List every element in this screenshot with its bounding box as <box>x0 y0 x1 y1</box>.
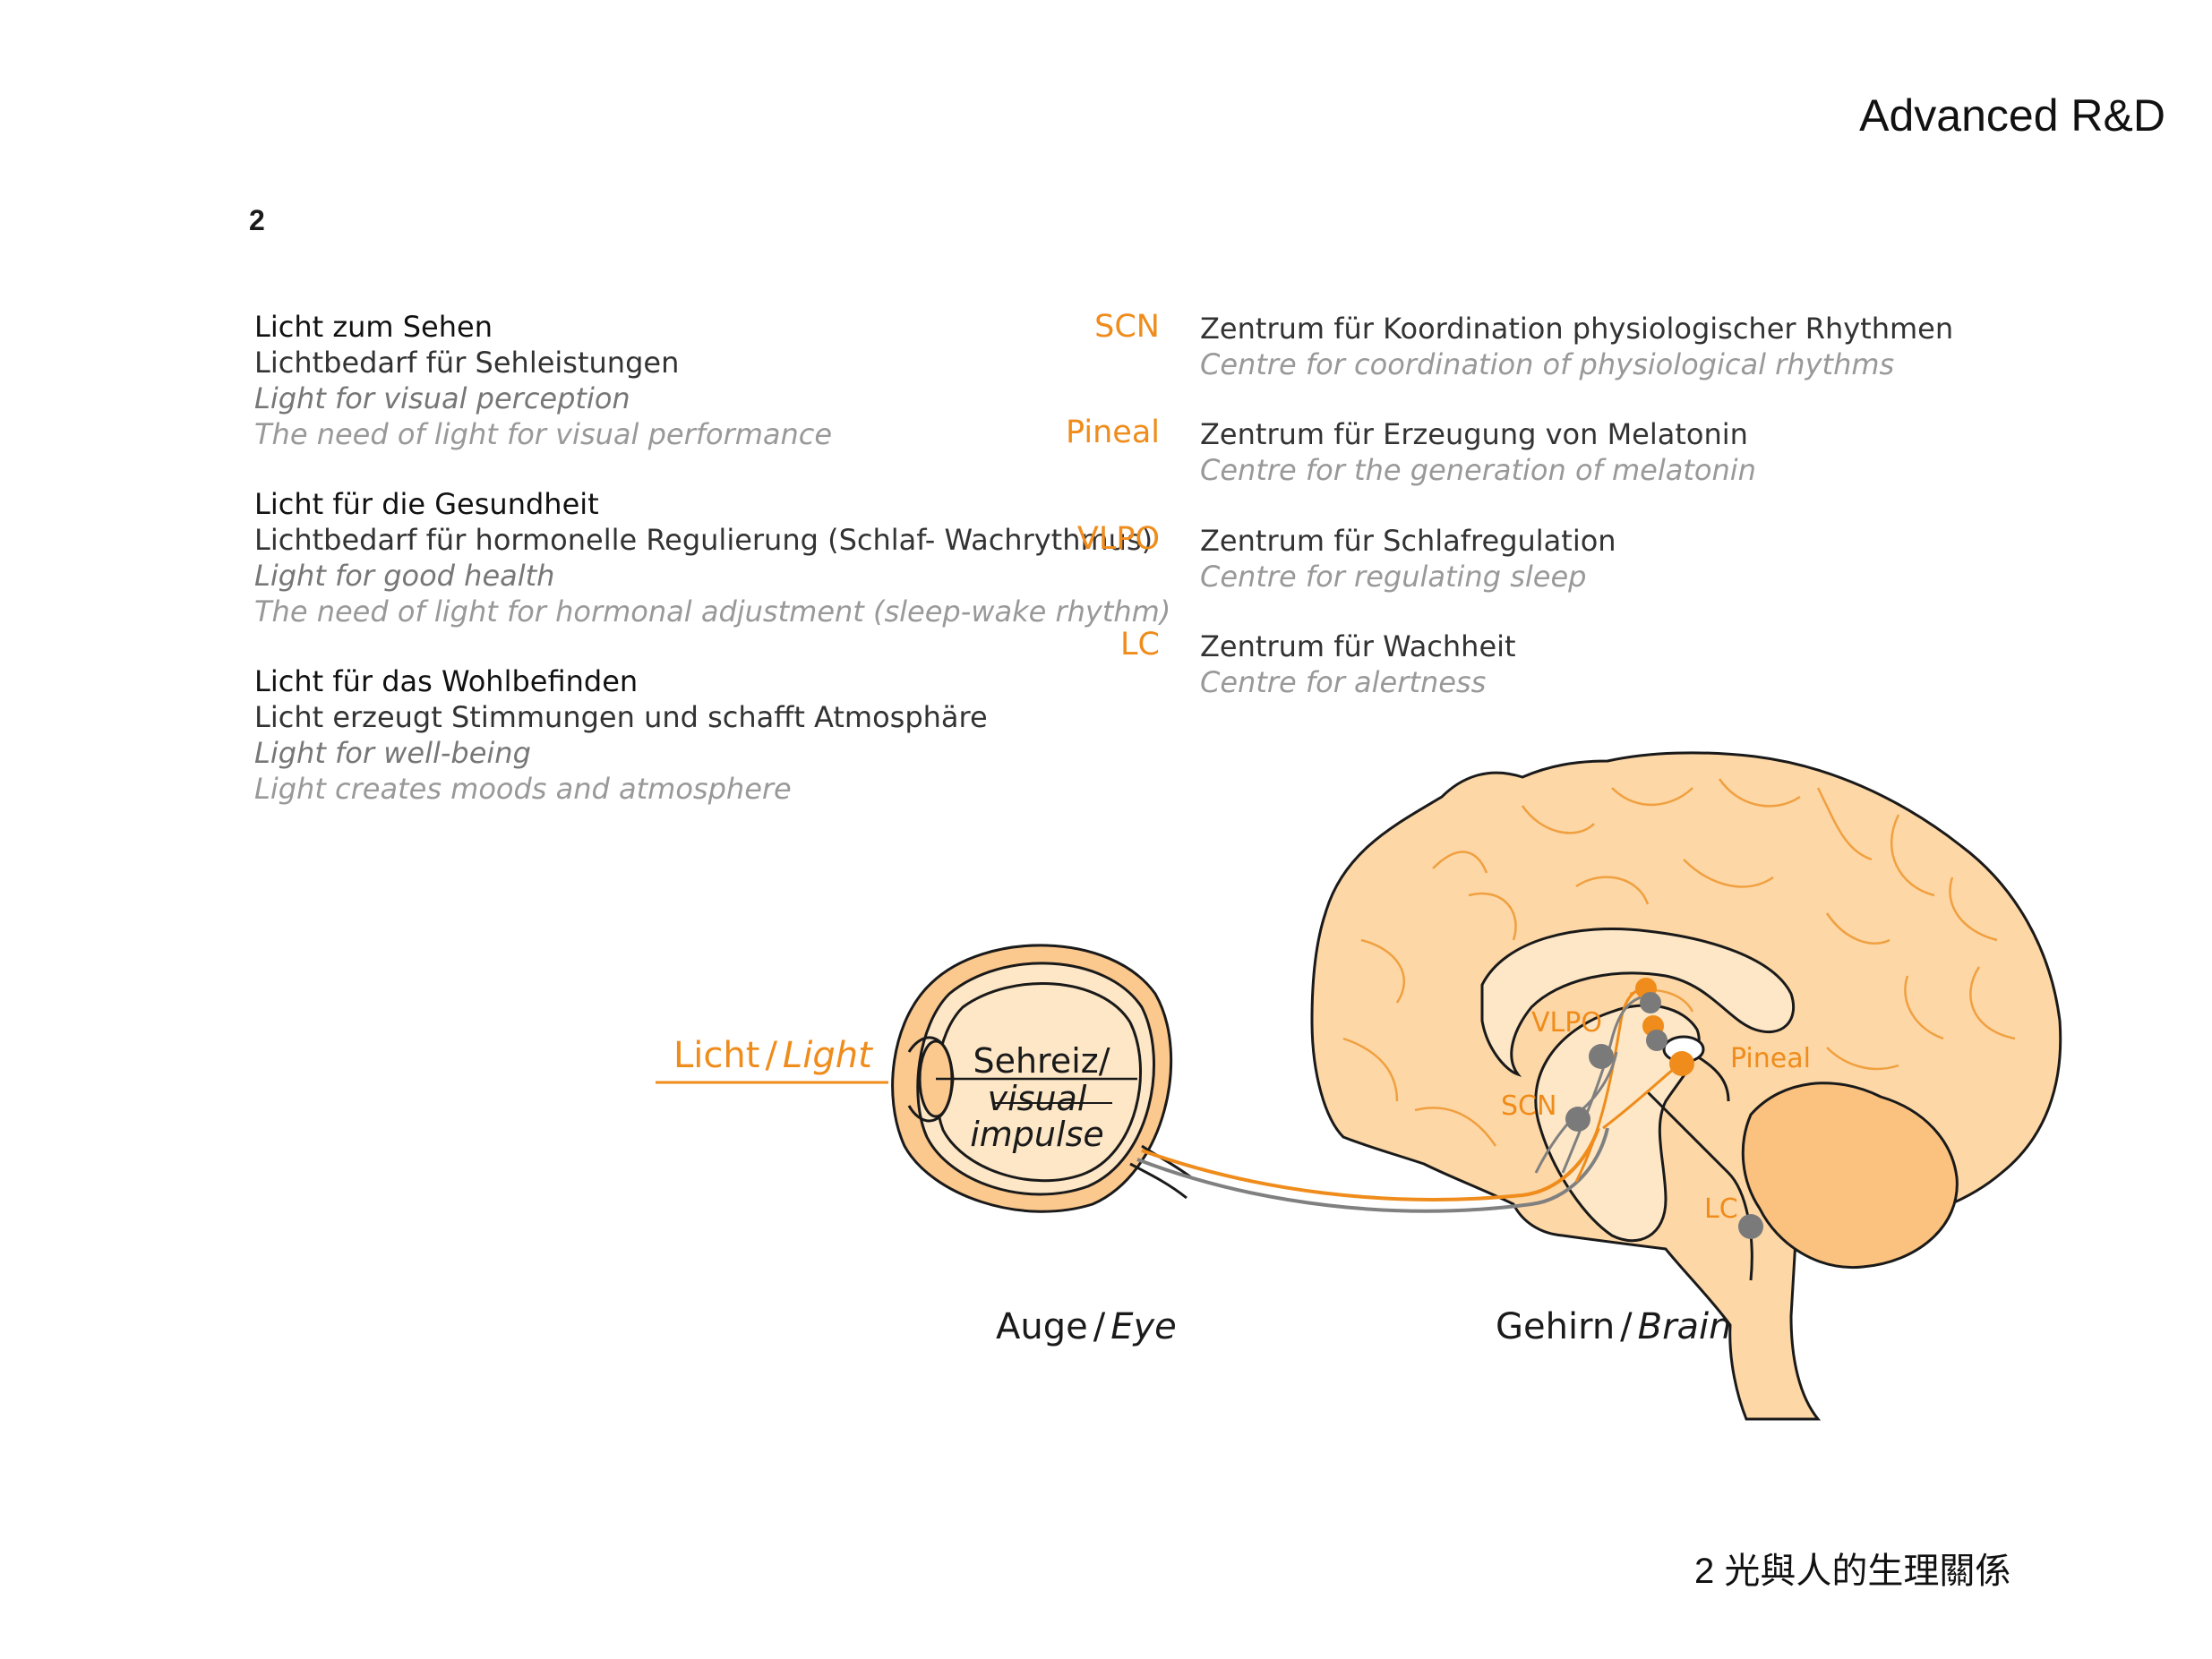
legend-row-pineal: Pineal Zentrum für Erzeugung von Melaton… <box>0 415 2212 488</box>
legend-desc: Zentrum für Erzeugung von Melatonin Cent… <box>1200 416 1756 488</box>
node-pineal <box>1669 1051 1694 1076</box>
node-gray <box>1646 1030 1668 1051</box>
impulse-label-en-1: visual <box>988 1079 1087 1118</box>
legend-desc-en: Centre for regulating sleep <box>1200 560 1587 594</box>
brain-icon <box>1136 751 2062 1421</box>
legend-desc-en: Centre for coordination of physiological… <box>1200 347 1895 381</box>
legend-abbr: Pineal <box>1066 415 1160 450</box>
eye-label: Auge/Eye <box>996 1306 1177 1347</box>
legend-desc: Zentrum für Wachheit Centre for alertnes… <box>1200 629 1516 700</box>
node-lc <box>1738 1214 1763 1239</box>
legend-desc-en: Centre for the generation of melatonin <box>1200 453 1756 487</box>
impulse-label-en-2: impulse <box>970 1115 1104 1154</box>
light-label: Licht/Light <box>673 1035 873 1076</box>
brain-label: Gehirn/Brain <box>1496 1306 1732 1347</box>
legend-desc-de: Zentrum für Wachheit <box>1200 629 1516 663</box>
block-title-en: Light for visual perception <box>254 381 630 415</box>
figure-number: 2 <box>249 204 265 236</box>
block-sub-en: The need of light for visual performance <box>254 417 833 451</box>
block-vision: Licht zum Sehen Lichtbedarf für Sehleist… <box>254 309 832 452</box>
block-title-de: Licht für die Gesundheit <box>254 487 599 521</box>
pineal-label: Pineal <box>1730 1043 1811 1074</box>
legend-desc: Zentrum für Koordination physiologischer… <box>1200 311 1953 382</box>
node-vlpo <box>1589 1044 1614 1069</box>
block-title-de: Licht zum Sehen <box>254 310 493 344</box>
figure-caption: 2 光與人的生理關係 <box>1694 1552 2011 1591</box>
impulse-label-de: Sehreiz/ <box>973 1041 1110 1081</box>
legend-row-scn: SCN Zentrum für Koordination physiologis… <box>0 309 2212 381</box>
block-title-en: Light for good health <box>254 559 555 593</box>
eye-icon <box>891 944 1192 1213</box>
block-title-en: Light for well-being <box>254 736 531 770</box>
block-health: Licht für die Gesundheit Lichtbedarf für… <box>254 486 1170 629</box>
legend-row-lc: LC Zentrum für Wachheit Centre for alert… <box>0 627 2212 700</box>
vlpo-label: VLPO <box>1531 1007 1602 1039</box>
block-sub-de: Lichtbedarf für hormonelle Regulierung (… <box>254 523 1153 557</box>
lc-label: LC <box>1704 1193 1738 1225</box>
legend-desc-de: Zentrum für Schlafregulation <box>1200 524 1616 558</box>
node-scn <box>1565 1107 1590 1132</box>
block-title-de: Licht für das Wohlbefinden <box>254 664 639 698</box>
brand-title: Advanced R&D <box>1859 90 2165 141</box>
block-wellbeing: Licht für das Wohlbefinden Licht erzeugt… <box>254 663 988 807</box>
legend-desc: Zentrum für Schlafregulation Centre for … <box>1200 523 1616 594</box>
block-sub-de: Licht erzeugt Stimmungen und schafft Atm… <box>254 700 988 734</box>
legend-abbr: SCN <box>1094 309 1160 345</box>
block-sub-en: The need of light for hormonal adjustmen… <box>254 594 1171 629</box>
block-sub-de: Lichtbedarf für Sehleistungen <box>254 346 680 380</box>
legend-desc-en: Centre for alertness <box>1200 665 1487 699</box>
node-gray <box>1640 992 1661 1013</box>
legend-row-vlpo: VLPO Zentrum für Schlafregulation Centre… <box>0 521 2212 594</box>
block-sub-en: Light creates moods and atmosphere <box>254 772 792 806</box>
legend-abbr: VLPO <box>1076 521 1160 557</box>
legend-desc-de: Zentrum für Erzeugung von Melatonin <box>1200 417 1748 451</box>
scn-label: SCN <box>1501 1090 1556 1122</box>
legend-abbr: LC <box>1120 627 1160 663</box>
legend-desc-de: Zentrum für Koordination physiologischer… <box>1200 312 1954 346</box>
